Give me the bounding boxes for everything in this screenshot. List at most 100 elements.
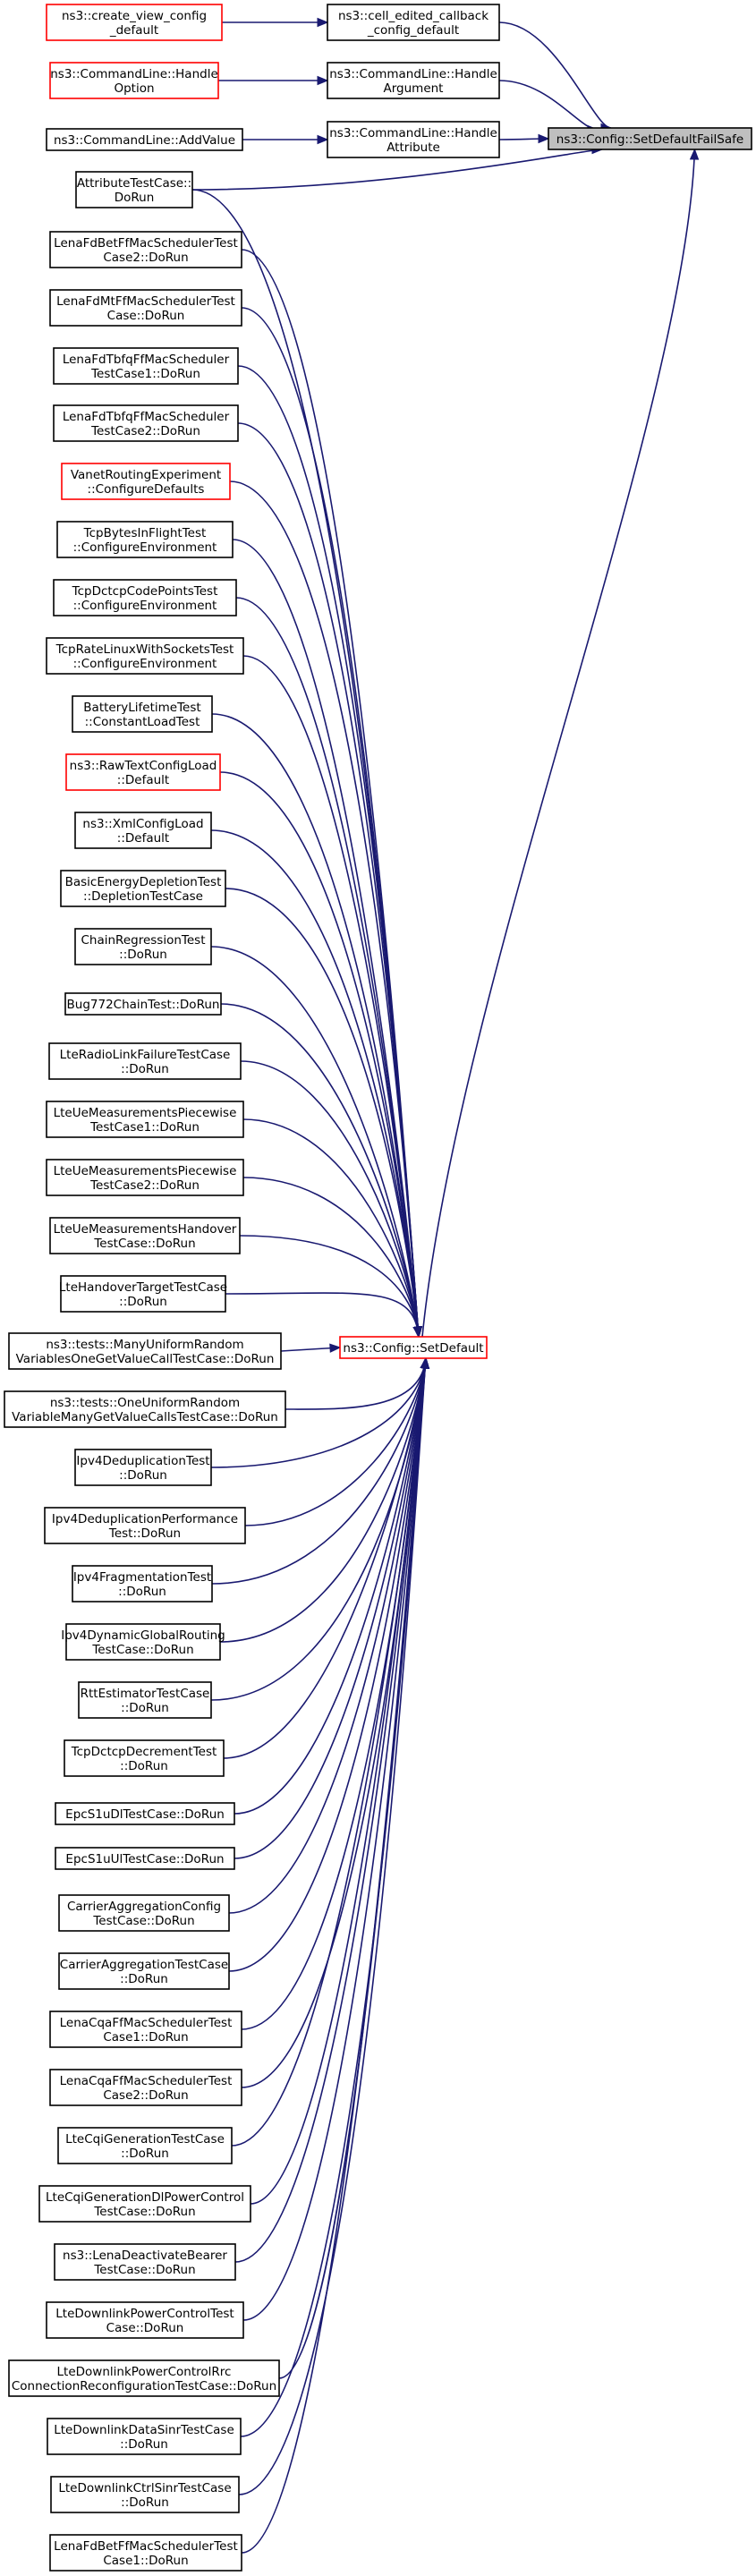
node-box[interactable] bbox=[8, 2359, 280, 2397]
node-box[interactable] bbox=[74, 812, 212, 849]
node-n15[interactable]: LteUeMeasurementsPiecewiseTestCase1::DoR… bbox=[46, 1101, 244, 1138]
node-box[interactable] bbox=[60, 1275, 226, 1313]
node-box[interactable] bbox=[49, 2534, 242, 2572]
node-box[interactable] bbox=[49, 62, 219, 99]
node-box[interactable] bbox=[46, 1101, 244, 1138]
node-n21[interactable]: Ipv4DeduplicationTest::DoRun bbox=[74, 1449, 212, 1486]
node-box[interactable] bbox=[74, 928, 212, 965]
node-n25[interactable]: RttEstimatorTestCase::DoRun bbox=[78, 1681, 212, 1719]
node-n27[interactable]: EpcS1uDlTestCase::DoRun bbox=[55, 1802, 235, 1825]
node-n20[interactable]: ns3::tests::OneUniformRandomVariableMany… bbox=[4, 1390, 286, 1428]
node-n39[interactable]: LteDownlinkCtrlSinrTestCase::DoRun bbox=[50, 2476, 240, 2513]
node-box[interactable] bbox=[56, 521, 234, 558]
node-box[interactable] bbox=[50, 2476, 240, 2513]
node-box[interactable] bbox=[46, 4, 223, 41]
node-box[interactable] bbox=[327, 4, 500, 41]
node-create_view[interactable]: ns3::create_view_config_default bbox=[46, 4, 223, 41]
node-n9[interactable]: ns3::RawTextConfigLoad::Default bbox=[65, 753, 221, 791]
node-n33[interactable]: LteCqiGenerationTestCase::DoRun bbox=[57, 2127, 233, 2164]
node-box[interactable] bbox=[48, 1042, 242, 1080]
node-box[interactable] bbox=[60, 870, 226, 907]
node-target[interactable]: ns3::Config::SetDefaultFailSafe bbox=[548, 127, 752, 150]
node-box[interactable] bbox=[327, 62, 500, 99]
node-box[interactable] bbox=[72, 1565, 213, 1603]
node-n8[interactable]: BatteryLifetimeTest::ConstantLoadTest bbox=[72, 695, 213, 733]
node-box[interactable] bbox=[46, 637, 244, 675]
node-box[interactable] bbox=[44, 1507, 246, 1544]
node-box[interactable] bbox=[72, 695, 213, 733]
node-n19[interactable]: ns3::tests::ManyUniformRandomVariablesOn… bbox=[8, 1332, 282, 1370]
node-box[interactable] bbox=[65, 753, 221, 791]
node-n38[interactable]: LteDownlinkDataSinrTestCase::DoRun bbox=[47, 2418, 242, 2455]
node-n16[interactable]: LteUeMeasurementsPiecewiseTestCase2::DoR… bbox=[46, 1159, 244, 1196]
node-box[interactable] bbox=[49, 1217, 241, 1254]
node-box[interactable] bbox=[49, 231, 242, 268]
node-box[interactable] bbox=[49, 2011, 242, 2048]
node-box[interactable] bbox=[53, 347, 239, 385]
node-attribute_test[interactable]: AttributeTestCase::DoRun bbox=[75, 171, 193, 208]
node-box[interactable] bbox=[46, 1159, 244, 1196]
node-box[interactable] bbox=[4, 1390, 286, 1428]
node-box[interactable] bbox=[53, 404, 239, 442]
node-box[interactable] bbox=[58, 1952, 230, 1990]
node-box[interactable] bbox=[46, 2301, 244, 2339]
node-n28[interactable]: EpcS1uUlTestCase::DoRun bbox=[55, 1847, 235, 1870]
node-box[interactable] bbox=[75, 171, 193, 208]
node-box[interactable] bbox=[74, 1449, 212, 1486]
node-box[interactable] bbox=[47, 2418, 242, 2455]
node-box[interactable] bbox=[61, 463, 231, 500]
node-box[interactable] bbox=[38, 2185, 251, 2223]
node-box[interactable] bbox=[46, 128, 243, 151]
node-n12[interactable]: ChainRegressionTest::DoRun bbox=[74, 928, 212, 965]
node-n26[interactable]: TcpDctcpDecrementTest::DoRun bbox=[64, 1739, 225, 1777]
node-box[interactable] bbox=[55, 1802, 235, 1825]
node-box[interactable] bbox=[64, 1739, 225, 1777]
node-box[interactable] bbox=[55, 1847, 235, 1870]
node-n11[interactable]: BasicEnergyDepletionTest::DepletionTestC… bbox=[60, 870, 226, 907]
node-n10[interactable]: ns3::XmlConfigLoad::Default bbox=[74, 812, 212, 849]
node-box[interactable] bbox=[339, 1336, 488, 1359]
node-box[interactable] bbox=[327, 121, 500, 158]
node-n37[interactable]: LteDownlinkPowerControlRrcConnectionReco… bbox=[8, 2359, 280, 2397]
node-box[interactable] bbox=[64, 992, 222, 1016]
node-cl_add_value[interactable]: ns3::CommandLine::AddValue bbox=[46, 128, 243, 151]
node-box[interactable] bbox=[58, 1894, 230, 1932]
node-box[interactable] bbox=[65, 1623, 221, 1661]
node-n5[interactable]: TcpBytesInFlightTest::ConfigureEnvironme… bbox=[56, 521, 234, 558]
node-cell_edited[interactable]: ns3::cell_edited_callback_config_default bbox=[327, 4, 500, 41]
node-box[interactable] bbox=[8, 1332, 282, 1370]
node-set_default[interactable]: ns3::Config::SetDefault bbox=[339, 1336, 488, 1359]
node-box[interactable] bbox=[54, 2243, 236, 2281]
node-n13[interactable]: Bug772ChainTest::DoRun bbox=[64, 992, 222, 1016]
node-box[interactable] bbox=[548, 127, 752, 150]
node-n23[interactable]: Ipv4FragmentationTest::DoRun bbox=[72, 1565, 213, 1603]
node-n7[interactable]: TcpRateLinuxWithSocketsTest::ConfigureEn… bbox=[46, 637, 244, 675]
node-n14[interactable]: LteRadioLinkFailureTestCase::DoRun bbox=[48, 1042, 242, 1080]
node-n18[interactable]: LteHandoverTargetTestCase::DoRun bbox=[59, 1275, 227, 1313]
node-n4[interactable]: VanetRoutingExperiment::ConfigureDefault… bbox=[61, 463, 231, 500]
node-n6[interactable]: TcpDctcpCodePointsTest::ConfigureEnviron… bbox=[53, 579, 237, 616]
node-box[interactable] bbox=[49, 289, 242, 327]
node-box[interactable] bbox=[53, 579, 237, 616]
node-n34[interactable]: LteCqiGenerationDlPowerControlTestCase::… bbox=[38, 2185, 251, 2223]
node-box[interactable] bbox=[78, 1681, 212, 1719]
node-box[interactable] bbox=[49, 2069, 242, 2106]
node-box[interactable] bbox=[57, 2127, 233, 2164]
node-n30[interactable]: CarrierAggregationTestCase::DoRun bbox=[58, 1952, 230, 1990]
